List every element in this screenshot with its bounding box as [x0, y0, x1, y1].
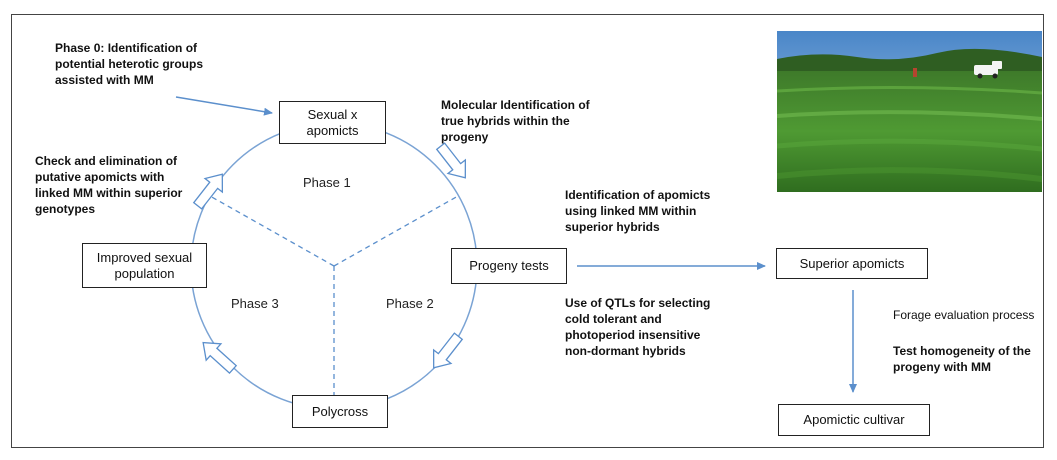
- improved-sexual-population-box: Improved sexual population: [82, 243, 207, 288]
- apomictic-cultivar-box: Apomictic cultivar: [778, 404, 930, 436]
- phase3-label: Phase 3: [231, 296, 279, 311]
- superior-apomicts-box: Superior apomicts: [776, 248, 928, 279]
- identification-apomicts-note: Identification of apomicts using linked …: [565, 188, 711, 234]
- polycross-box: Polycross: [292, 395, 388, 428]
- phase2-label: Phase 2: [386, 296, 434, 311]
- phase1-label: Phase 1: [303, 175, 351, 190]
- cycle-arrow-bottom-left: [202, 341, 238, 375]
- forage-evaluation-note: Forage evaluation process: [893, 308, 1035, 322]
- qtl-selection-note: Use of QTLs for selecting cold tolerant …: [565, 296, 711, 358]
- sexual-x-apomicts-box: Sexual x apomicts: [279, 101, 386, 144]
- cycle-arrow-bottom-right: [432, 332, 464, 369]
- divider-right: [333, 195, 459, 267]
- cycle-arrow-top-left: [192, 173, 224, 210]
- divider-left: [209, 195, 335, 267]
- progeny-tests-box: Progeny tests: [451, 248, 567, 284]
- molecular-identification-note: Molecular Identification of true hybrids…: [441, 98, 590, 144]
- check-elimination-note: Check and elimination of putative apomic…: [35, 154, 183, 216]
- arrow-phase0-to-sexual: [175, 96, 273, 116]
- field-photo: [777, 31, 1042, 192]
- figure-frame: [11, 14, 1044, 448]
- test-homogeneity-note: Test homogeneity of the progeny with MM: [893, 344, 1031, 374]
- phase0-note: Phase 0: Identification of potential het…: [55, 41, 204, 87]
- cycle-arrow-top-right: [435, 142, 467, 179]
